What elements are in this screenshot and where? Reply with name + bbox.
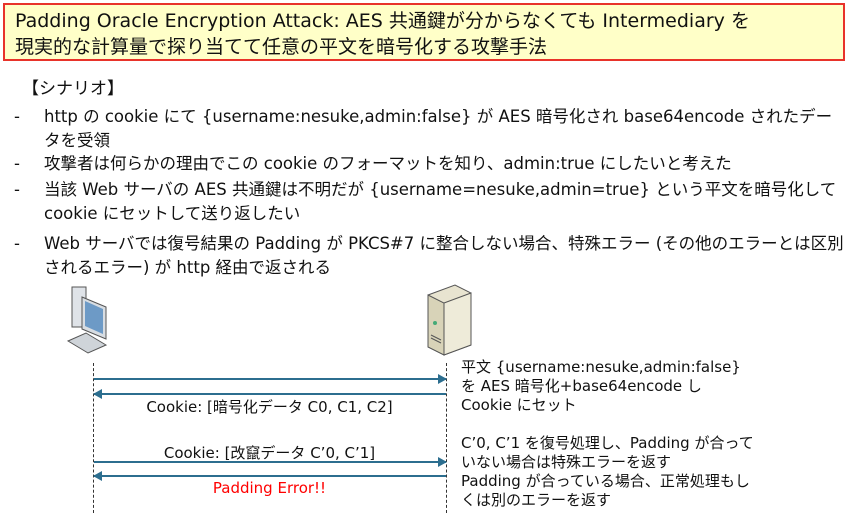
scenario-heading: 【シナリオ】 [22, 79, 124, 99]
message-label-tampered-cookie: Cookie: [改竄データ C’0, C’1] [163, 444, 376, 462]
client-lifeline [93, 363, 94, 513]
slide-title: Padding Oracle Encryption Attack: AES 共通… [3, 3, 845, 61]
bullet-text: 当該 Web サーバの AES 共通鍵は不明だが {username=nesuk… [44, 180, 837, 223]
bullet: - 攻撃者は何らかの理由でこの cookie のフォーマットを知り、admin:t… [14, 152, 844, 176]
note-line: 平文 {username:nesuke,admin:false} [461, 358, 741, 376]
note-line: くは別のエラーを返す [461, 491, 612, 509]
padding-error-label: Padding Error!! [212, 479, 327, 497]
bullet-text: http の cookie にて {username:nesuke,admin:… [44, 107, 833, 150]
note-line: Padding が合っている場合、正常処理もし [461, 472, 750, 490]
note-line: Cookie にセット [461, 396, 577, 414]
message-label-cookie: Cookie: [暗号化データ C0, C1, C2] [146, 398, 393, 416]
bullet-marker: - [14, 154, 20, 173]
title-line-1: Padding Oracle Encryption Attack: AES 共通… [15, 10, 750, 32]
bullet-text: 攻撃者は何らかの理由でこの cookie のフォーマットを知り、admin:tr… [44, 154, 732, 173]
note-line: を AES 暗号化+base64encode し [461, 377, 702, 395]
title-line-2: 現実的な計算量で探り当てて任意の平文を暗号化する攻撃手法 [15, 36, 548, 58]
arrow-response-2 [93, 471, 446, 481]
arrow-request-1 [94, 374, 447, 384]
server-lifeline [446, 363, 447, 513]
server-icon [427, 284, 472, 356]
bullet-text: Web サーバでは復号結果の Padding が PKCS#7 に整合しない場合… [44, 234, 844, 277]
arrow-response-1 [93, 389, 446, 399]
note-line: いない場合は特殊エラーを返す [461, 453, 672, 471]
bullet: - Web サーバでは復号結果の Padding が PKCS#7 に整合しない場… [14, 232, 844, 280]
server-note-1: 平文 {username:nesuke,admin:false} を AES 暗… [461, 358, 741, 415]
bullet-marker: - [14, 234, 20, 253]
bullet-marker: - [14, 107, 20, 126]
client-computer-icon [66, 286, 108, 354]
server-note-2: C’0, C’1 を復号処理し、Padding が合って いない場合は特殊エラー… [461, 434, 754, 510]
bullet-marker: - [14, 180, 20, 199]
bullet: - 当該 Web サーバの AES 共通鍵は不明だが {username=nesu… [14, 178, 844, 226]
note-line: C’0, C’1 を復号処理し、Padding が合って [461, 434, 754, 452]
arrow-request-2 [94, 457, 447, 467]
bullet: - http の cookie にて {username:nesuke,admin… [14, 105, 844, 153]
